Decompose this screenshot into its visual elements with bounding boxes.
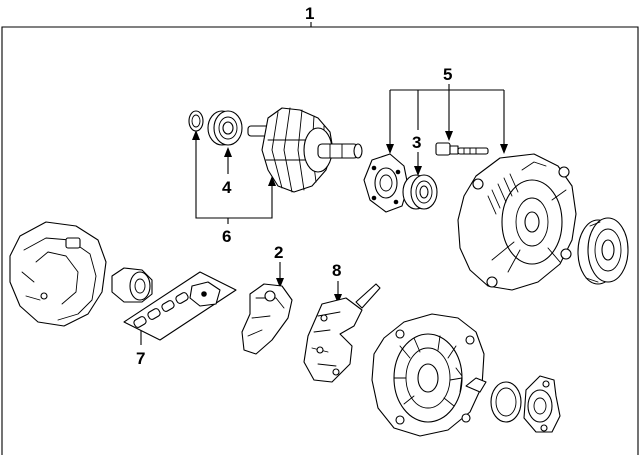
callout-6: 6 [222, 227, 231, 246]
plate-icon [363, 153, 409, 213]
assembly-frame [1, 22, 639, 455]
cover-icon [9, 221, 107, 327]
housing-icon [457, 153, 577, 291]
leader-lines [140, 84, 508, 345]
callout-7: 7 [136, 349, 145, 368]
bearing-icon [402, 174, 438, 210]
end-cap-icon [523, 375, 561, 433]
rotor-icon [247, 107, 363, 193]
bearing-icon [207, 110, 243, 146]
callout-2: 2 [274, 243, 283, 262]
bolt-icon [435, 142, 489, 156]
callout-3: 3 [412, 133, 421, 152]
brush-kit-icon [123, 271, 237, 341]
callout-5: 5 [443, 65, 452, 84]
regulator-icon [241, 283, 293, 355]
pulley-icon [577, 217, 629, 285]
insulator-icon [111, 267, 153, 303]
callout-4: 4 [222, 178, 232, 197]
rectifier-icon [303, 283, 381, 383]
gasket-icon [465, 377, 522, 423]
callout-8: 8 [332, 261, 341, 280]
seal-ring-icon [188, 110, 204, 132]
callout-1: 1 [305, 4, 314, 23]
stator-icon [371, 313, 485, 437]
